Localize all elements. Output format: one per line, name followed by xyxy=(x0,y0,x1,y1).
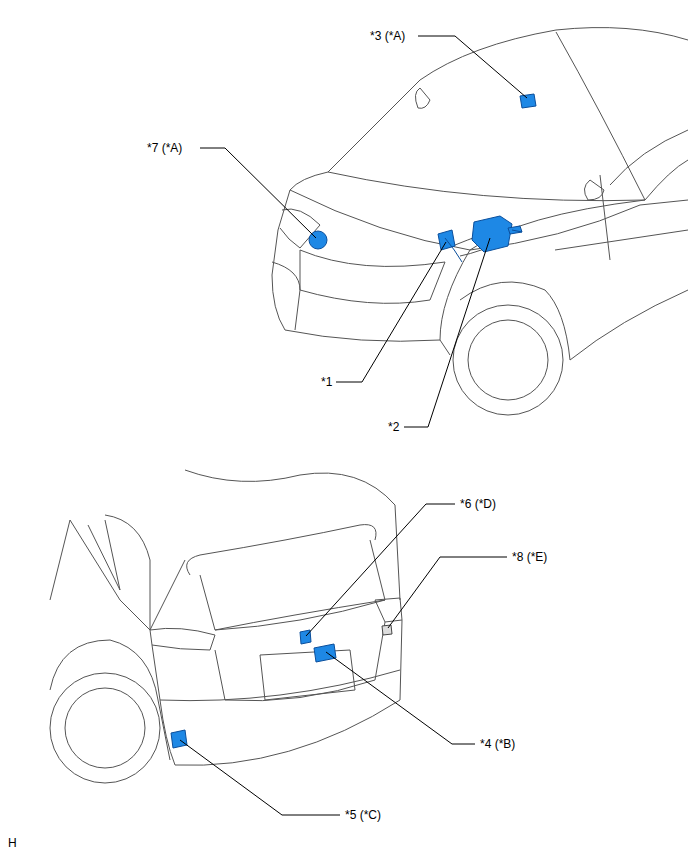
callout-number: *2 xyxy=(388,420,399,434)
callout-number: *8 (*E) xyxy=(512,550,547,564)
callout-number: *3 (*A) xyxy=(370,29,405,43)
callout-number: *4 (*B) xyxy=(480,737,515,751)
callout-number: *5 (*C) xyxy=(345,808,381,822)
callout-number: *7 (*A) xyxy=(147,141,182,155)
figure-code: H xyxy=(8,836,17,850)
callout-number: *1 xyxy=(321,375,332,389)
callout-number: *6 (*D) xyxy=(460,497,496,511)
